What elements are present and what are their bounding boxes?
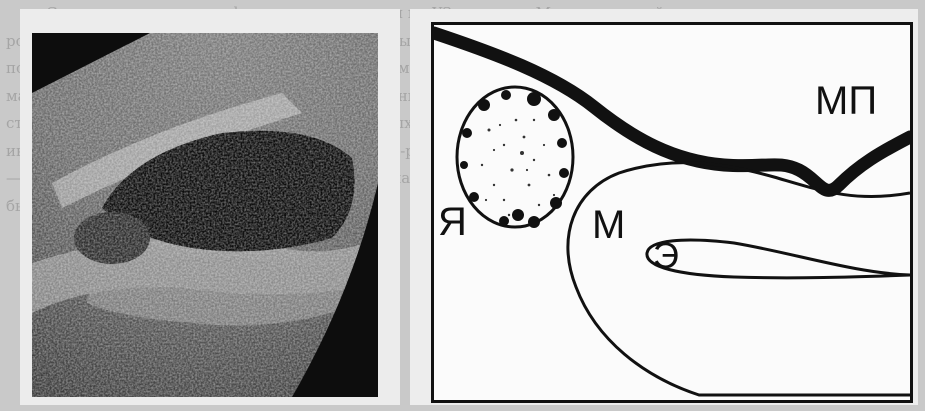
ultrasound-image bbox=[32, 33, 378, 397]
label-bladder: МП bbox=[815, 81, 877, 121]
ultrasound-panel bbox=[20, 9, 400, 405]
schematic-diagram: МП Я М Э bbox=[431, 22, 913, 403]
label-ovary: Я bbox=[438, 202, 467, 242]
schematic-panel: МП Я М Э bbox=[410, 9, 918, 405]
label-endometrium: Э bbox=[653, 238, 679, 274]
uterus-outline bbox=[568, 163, 910, 395]
label-uterus: М bbox=[592, 205, 625, 245]
ovary-shape bbox=[457, 87, 573, 228]
endometrium-outline bbox=[647, 240, 910, 278]
